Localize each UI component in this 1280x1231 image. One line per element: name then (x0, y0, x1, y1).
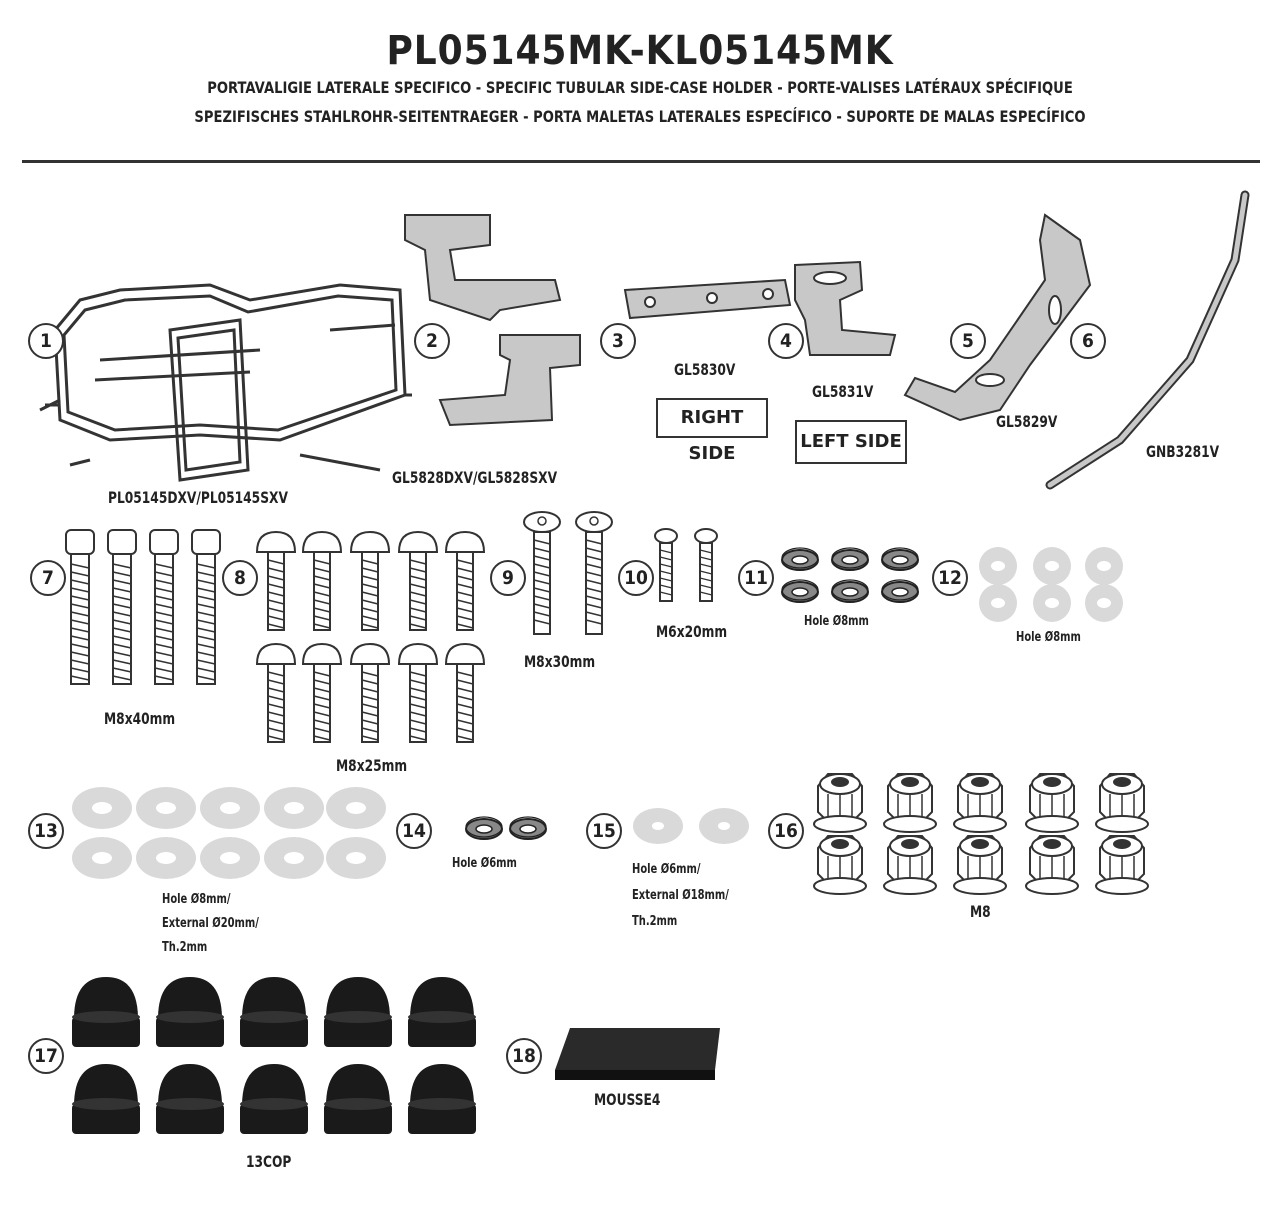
callout-11: 11 (738, 560, 774, 596)
bracket-gl5828-drawing (404, 214, 581, 427)
label-part-6: GNB3281V (1146, 442, 1220, 461)
label-part-13-line-3: Th.2mm (162, 940, 208, 955)
label-part-16: M8 (970, 902, 991, 921)
callout-15: 15 (586, 813, 622, 849)
nuts-m8-drawing (813, 773, 1149, 895)
rod-gnb3281-drawing (1045, 190, 1250, 490)
label-part-15-line-3: Th.2mm (632, 914, 678, 929)
label-part-1: PL05145DXV/PL05145SXV (108, 488, 288, 507)
frame-drawing (39, 283, 412, 482)
callout-7: 7 (30, 560, 66, 596)
callout-12: 12 (932, 560, 968, 596)
callout-3: 3 (600, 323, 636, 359)
foam-mousse4-drawing (555, 1028, 720, 1080)
callout-16: 16 (768, 813, 804, 849)
caps-13cop-drawing (72, 977, 476, 1134)
callout-14: 14 (396, 813, 432, 849)
label-part-11: Hole Ø8mm (804, 614, 869, 629)
washers-20-drawing (72, 787, 386, 879)
label-part-13-line-2: External Ø20mm/ (162, 916, 259, 931)
callout-13: 13 (28, 813, 64, 849)
screws-m8x30-drawing (523, 511, 613, 635)
subtitle-line-1: PORTAVALIGIE LATERALE SPECIFICO - SPECIF… (207, 78, 1073, 97)
label-part-12: Hole Ø8mm (1016, 630, 1081, 645)
callout-5: 5 (950, 323, 986, 359)
screws-m8x40-drawing (65, 529, 221, 685)
split-washers-6-drawing (465, 816, 547, 840)
label-part-2: GL5828DXV/GL5828SXV (392, 468, 558, 487)
header-divider (22, 160, 1260, 163)
callout-2: 2 (414, 323, 450, 359)
callout-10: 10 (618, 560, 654, 596)
diagram-title: PL05145MK-KL05145MK (386, 28, 894, 74)
label-part-15-line-2: External Ø18mm/ (632, 888, 729, 903)
label-part-14: Hole Ø6mm (452, 856, 517, 871)
callout-6: 6 (1070, 323, 1106, 359)
label-part-7: M8x40mm (104, 709, 176, 728)
callout-17: 17 (28, 1038, 64, 1074)
label-part-15-line-1: Hole Ø6mm/ (632, 862, 701, 877)
label-part-17: 13COP (246, 1152, 292, 1171)
callout-18: 18 (506, 1038, 542, 1074)
label-part-18: MOUSSE4 (594, 1090, 661, 1109)
subtitle-line-2: SPEZIFISCHES STAHLROHR-SEITENTRAEGER - P… (194, 107, 1086, 126)
label-part-9: M8x30mm (524, 652, 596, 671)
right-side-tag: RIGHT SIDE (656, 398, 768, 464)
screws-m8x25-drawing (256, 531, 485, 743)
washers-18-drawing (633, 808, 749, 844)
callout-1: 1 (28, 323, 64, 359)
screws-m6x20-drawing (654, 528, 718, 602)
washers-8-drawing (979, 547, 1123, 622)
label-part-3: GL5830V (674, 360, 736, 379)
callout-9: 9 (490, 560, 526, 596)
label-part-10: M6x20mm (656, 622, 728, 641)
bracket-gl5830-drawing (623, 278, 792, 320)
bracket-gl5829-drawing (903, 213, 1092, 422)
left-side-tag: LEFT SIDE (795, 420, 907, 464)
label-part-4: GL5831V (812, 382, 874, 401)
callout-8: 8 (222, 560, 258, 596)
label-part-8: M8x25mm (336, 756, 408, 775)
label-part-5: GL5829V (996, 412, 1058, 431)
callout-4: 4 (768, 323, 804, 359)
bracket-gl5831-drawing (794, 260, 897, 356)
split-washers-8-drawing (781, 547, 919, 603)
label-part-13-line-1: Hole Ø8mm/ (162, 892, 231, 907)
